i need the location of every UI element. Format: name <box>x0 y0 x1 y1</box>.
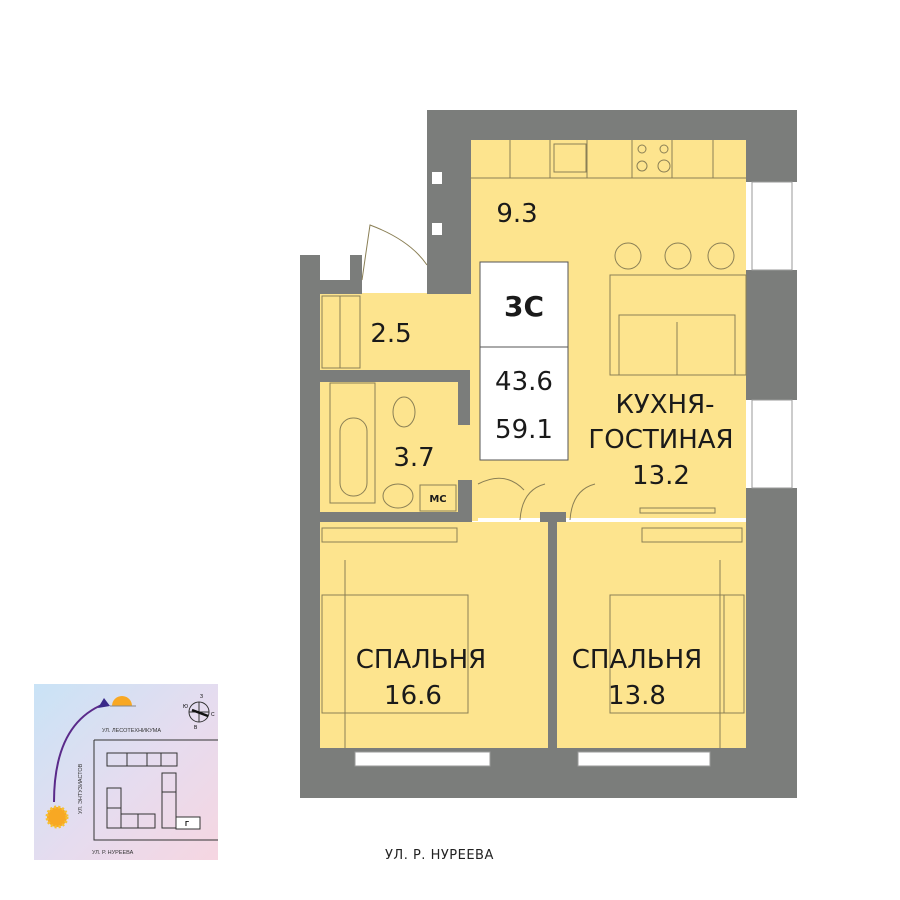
map-street-top: УЛ. ЛЕСОТЕХНИКУМА <box>102 728 161 734</box>
apartment-info-box: 3С 43.6 59.1 <box>479 261 569 461</box>
radiator-left <box>321 527 458 543</box>
radiator-right <box>641 527 743 543</box>
arrow-head-icon <box>98 698 110 708</box>
sink-icon <box>553 143 587 173</box>
sun-rise-icon <box>45 805 69 829</box>
bathroom-area: 3.7 <box>393 443 434 473</box>
bedroom-right-floor <box>557 522 746 748</box>
utility-label: МС <box>429 494 446 505</box>
window-bedroom-left <box>354 751 491 767</box>
bedroom-right-area: 13.8 <box>608 681 666 711</box>
compass-w: Ю <box>183 704 188 710</box>
stool-icon <box>614 242 642 270</box>
compass-icon: З С В Ю <box>183 694 215 731</box>
wardrobe-icon <box>321 295 361 369</box>
furniture <box>321 140 747 748</box>
toilet-icon <box>392 396 416 428</box>
building-blocks <box>106 752 201 830</box>
bedroom-left-floor <box>320 522 548 748</box>
map-street-bottom: УЛ. Р. НУРЕЕВА <box>92 850 134 856</box>
living-name-2: ГОСТИНАЯ <box>588 425 733 455</box>
living-area: 13.2 <box>632 461 690 491</box>
street-label-bottom: УЛ. Р. НУРЕЕВА <box>385 848 494 863</box>
window-bedroom-right <box>577 751 711 767</box>
compass-e: С <box>211 712 215 718</box>
floor-areas <box>320 140 746 748</box>
bathtub-icon <box>329 382 376 504</box>
apartment-type: 3С <box>504 290 544 323</box>
living-name-1: КУХНЯ- <box>615 390 714 420</box>
bedroom-left-area: 16.6 <box>384 681 442 711</box>
walls <box>300 110 797 798</box>
window-kitchen-mid <box>751 399 793 489</box>
site-map: З С В Ю УЛ. ЛЕСОТЕХНИКУМА УЛ. ЭНТУЗИАСТО… <box>34 684 218 860</box>
kitchen-area: 9.3 <box>496 199 537 229</box>
map-section-label: Г <box>185 821 189 828</box>
bedroom-left-name: СПАЛЬНЯ <box>356 645 487 675</box>
map-street-left: УЛ. ЭНТУЗИАСТОВ <box>78 763 84 814</box>
stove-icon <box>636 144 671 173</box>
bed-right <box>609 594 745 714</box>
washer-icon <box>419 484 457 512</box>
tv-icon <box>639 507 716 514</box>
hall-floor <box>320 293 472 371</box>
stool-icon <box>707 242 735 270</box>
total-area: 59.1 <box>495 415 553 445</box>
bathroom-floor <box>320 382 460 516</box>
windows <box>354 181 793 767</box>
living-area: 43.6 <box>495 367 553 397</box>
window-kitchen-top <box>751 181 793 271</box>
bedroom-right-name: СПАЛЬНЯ <box>572 645 703 675</box>
compass-n: З <box>200 694 203 700</box>
stool-icon <box>664 242 692 270</box>
sun-set-icon <box>112 696 132 706</box>
sun-path-arrow <box>53 703 105 803</box>
hall-area: 2.5 <box>370 319 411 349</box>
compass-s: В <box>194 725 198 731</box>
washbasin-icon <box>382 483 414 509</box>
